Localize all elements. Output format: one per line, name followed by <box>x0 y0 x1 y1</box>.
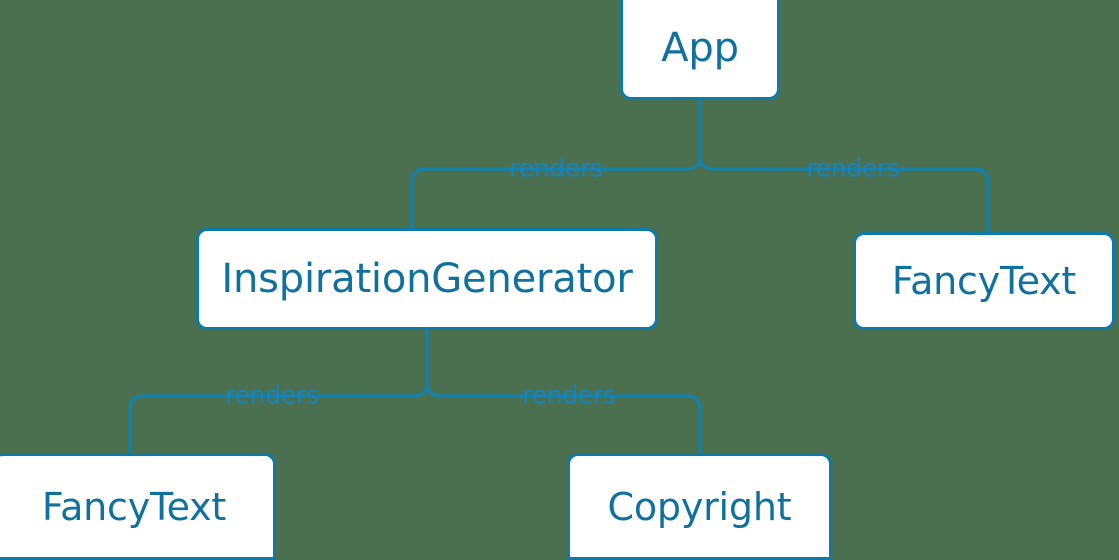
edge-label-app-to-inspiration-generator: renders <box>509 153 603 183</box>
node-inspiration-generator-label: InspirationGenerator <box>221 256 633 302</box>
node-fancytext-left[interactable]: FancyText <box>0 453 276 560</box>
node-fancytext-left-label: FancyText <box>41 484 227 529</box>
edge-ig-junction-right <box>425 384 502 398</box>
edge-app-to-inspirationgenerator <box>410 167 642 234</box>
node-app-label: App <box>661 24 739 71</box>
node-fancytext-right[interactable]: FancyText <box>853 232 1115 330</box>
edge-app-junction-right <box>698 158 782 171</box>
edge-inspirationgenerator-to-copyright <box>475 394 702 458</box>
edge-label-app-to-fancytext-right: renders <box>806 153 900 183</box>
node-fancytext-right-label: FancyText <box>891 259 1077 303</box>
node-inspiration-generator[interactable]: InspirationGenerator <box>196 228 658 330</box>
edge-label-inspiration-generator-to-copyright: renders <box>522 380 616 410</box>
node-copyright[interactable]: Copyright <box>567 453 832 560</box>
edge-app-to-fancytext-right <box>758 167 990 236</box>
edge-inspirationgenerator-to-fancytext-left <box>128 394 359 458</box>
node-copyright-label: Copyright <box>607 484 792 529</box>
node-app[interactable]: App <box>620 0 780 100</box>
edge-label-inspiration-generator-to-fancytext-left: renders <box>225 380 319 410</box>
